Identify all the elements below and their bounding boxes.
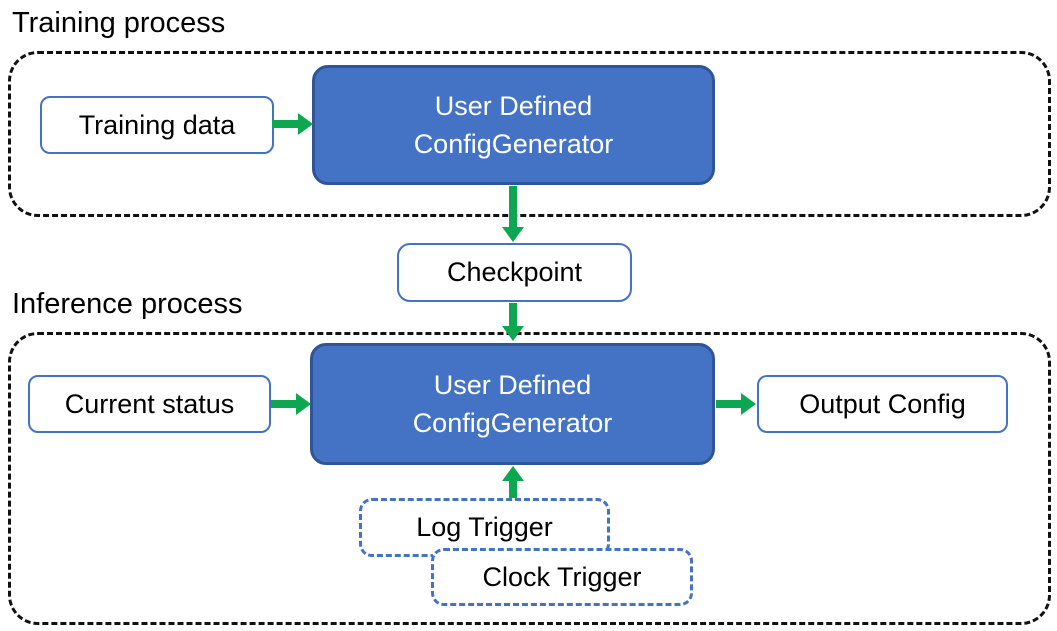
- clock-trigger-box: Clock Trigger: [431, 548, 693, 606]
- current-status-label: Current status: [64, 388, 235, 419]
- checkpoint-label: Checkpoint: [446, 257, 583, 287]
- clock-trigger-label: Clock Trigger: [482, 561, 642, 592]
- log-trigger-label: Log Trigger: [416, 512, 553, 542]
- inference-config-generator-box: User Defined ConfigGenerator: [310, 343, 715, 465]
- inference-generator-label-line1: User Defined: [433, 370, 592, 400]
- training-data-label: Training data: [78, 109, 236, 140]
- inference-process-title: Inference process: [12, 288, 243, 320]
- output-config-box: Output Config: [757, 375, 1008, 433]
- training-generator-label-line1: User Defined: [434, 91, 593, 121]
- checkpoint-box: Checkpoint: [397, 243, 632, 302]
- training-process-container: [8, 51, 1051, 217]
- training-config-generator-box: User Defined ConfigGenerator: [312, 65, 715, 185]
- inference-generator-label-line2: ConfigGenerator: [412, 408, 613, 438]
- current-status-box: Current status: [28, 375, 271, 433]
- training-generator-label-line2: ConfigGenerator: [413, 129, 614, 159]
- inference-process-container: [8, 332, 1051, 625]
- output-config-label: Output Config: [799, 388, 966, 419]
- training-data-box: Training data: [40, 96, 274, 154]
- training-process-title: Training process: [12, 7, 226, 39]
